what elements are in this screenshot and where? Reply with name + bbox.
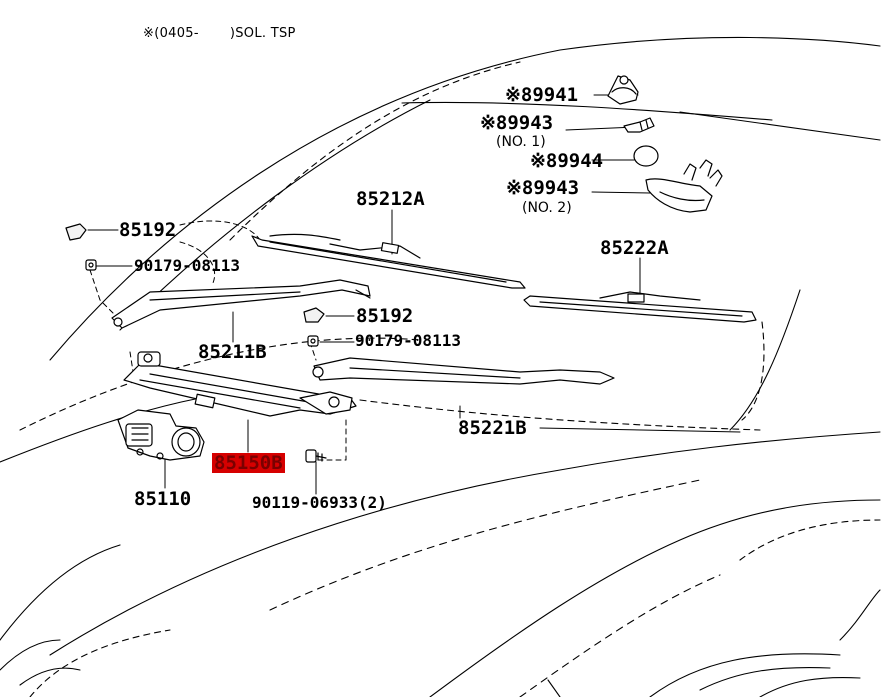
- label-85212a[interactable]: 85212A: [356, 188, 425, 210]
- label-90179-left[interactable]: 90179-08113: [134, 256, 240, 275]
- label-85150b-highlighted[interactable]: 85150B: [212, 452, 285, 474]
- wiper-blade-left: [251, 233, 526, 289]
- wiper-blade-right: [523, 291, 757, 323]
- wiper-motor: [117, 409, 205, 461]
- nozzle-89941: [607, 75, 639, 105]
- label-89941[interactable]: ※89941: [505, 84, 579, 106]
- applicability-note: ※(0405- )SOL. TSP: [143, 26, 296, 41]
- label-89944[interactable]: ※89944: [530, 150, 604, 172]
- label-85192-right[interactable]: 85192: [356, 305, 414, 327]
- arm-caps: [65, 223, 325, 323]
- label-90119[interactable]: 90119-06933(2): [252, 493, 387, 512]
- nuts: [85, 259, 319, 347]
- label-85222a[interactable]: 85222A: [600, 237, 669, 259]
- label-89943-no1[interactable]: ※89943: [480, 112, 554, 134]
- label-85211b[interactable]: 85211B: [198, 341, 267, 363]
- label-85110[interactable]: 85110: [134, 488, 192, 510]
- cover-89944: [633, 145, 659, 167]
- label-90179-right[interactable]: 90179-08113: [355, 331, 461, 350]
- label-no1: (NO. 1): [496, 134, 546, 150]
- clip-89943-no1: [623, 117, 655, 133]
- vehicle-body-outline: [0, 36, 881, 697]
- bolt: [305, 449, 327, 463]
- label-85192-left[interactable]: 85192: [119, 219, 177, 241]
- wiper-link-assembly: [123, 351, 357, 417]
- label-no2: (NO. 2): [522, 200, 572, 216]
- leader-lines: [87, 94, 741, 495]
- label-85221b[interactable]: 85221B: [458, 417, 527, 439]
- wiper-arm-left: [111, 279, 371, 329]
- label-89943-no2[interactable]: ※89943: [506, 177, 580, 199]
- wiper-arm-right: [312, 357, 615, 385]
- bracket-89943-no2: [645, 159, 723, 213]
